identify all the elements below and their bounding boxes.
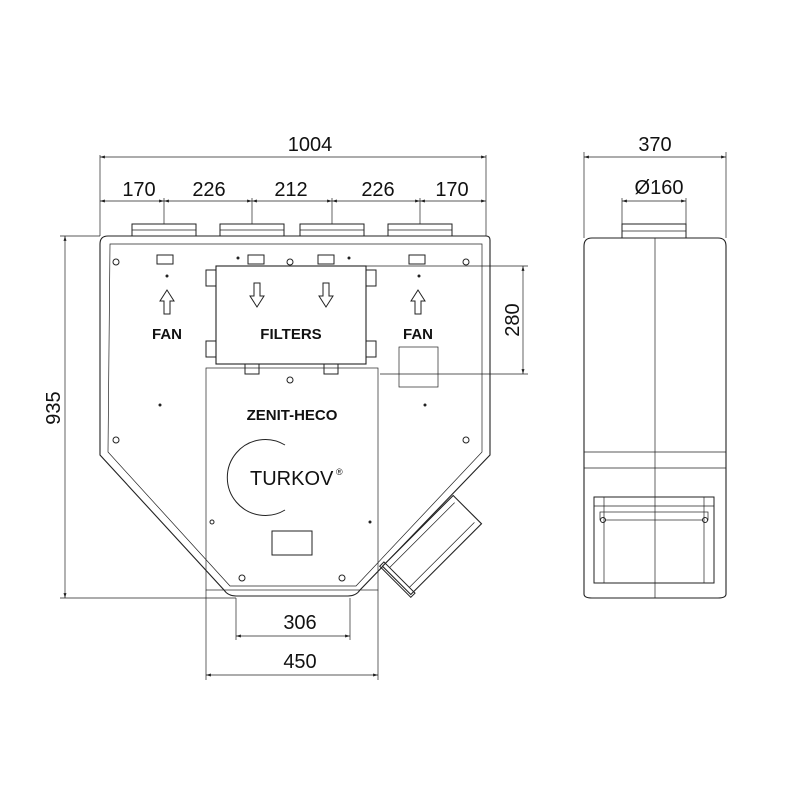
dim-depth: 370 <box>638 134 671 156</box>
front-view: FAN FILTERS FAN ZENIT-HECO TURKOV ® 1004 <box>43 134 528 680</box>
dim-base-width: 450 <box>283 651 316 673</box>
brand-logo: TURKOV ® <box>226 439 343 516</box>
sensor-slot-2 <box>247 254 265 265</box>
dim-overall-width: 1004 <box>288 134 333 156</box>
angled-duct <box>378 494 483 599</box>
sensor-slot-4 <box>408 254 426 265</box>
front-service-panel <box>205 367 379 591</box>
display-window <box>271 530 313 556</box>
filter-down-arrow-icon-1 <box>249 282 265 308</box>
side-bottom-module <box>593 496 715 584</box>
dim-height: 935 <box>43 391 65 424</box>
filter-door <box>205 265 377 375</box>
housing-inner-contour <box>107 243 483 587</box>
brand-logo-ring-icon <box>226 439 286 516</box>
fan-right-label: FAN <box>403 326 433 343</box>
side-view: 370 Ø160 <box>583 134 727 599</box>
dim-segment-3: 212 <box>274 179 307 201</box>
fan-right-up-arrow-icon <box>410 289 426 315</box>
fan-left-label: FAN <box>152 326 182 343</box>
fan-left-up-arrow-icon <box>159 289 175 315</box>
screws <box>112 256 470 582</box>
top-duct-spigots <box>131 223 453 237</box>
dim-segment-4: 226 <box>361 179 394 201</box>
dim-filter-height: 280 <box>502 303 524 336</box>
filter-door-panel <box>215 265 367 365</box>
housing-outline <box>99 235 491 597</box>
dim-segment-2: 226 <box>192 179 225 201</box>
filter-down-arrow-icon-2 <box>318 282 334 308</box>
dim-duct-diameter: Ø160 <box>635 177 684 199</box>
filters-label: FILTERS <box>260 326 321 343</box>
brand-logo-mark: ® <box>336 467 343 477</box>
brand-logo-text: TURKOV <box>250 468 334 490</box>
fan-cover-square <box>398 346 439 388</box>
dim-segment-1: 170 <box>122 179 155 201</box>
sensor-slot-1 <box>156 254 174 265</box>
dim-bottom-width: 306 <box>283 612 316 634</box>
dim-segment-5: 170 <box>435 179 468 201</box>
sensor-slot-3 <box>317 254 335 265</box>
model-label: ZENIT-HECO <box>247 407 338 424</box>
